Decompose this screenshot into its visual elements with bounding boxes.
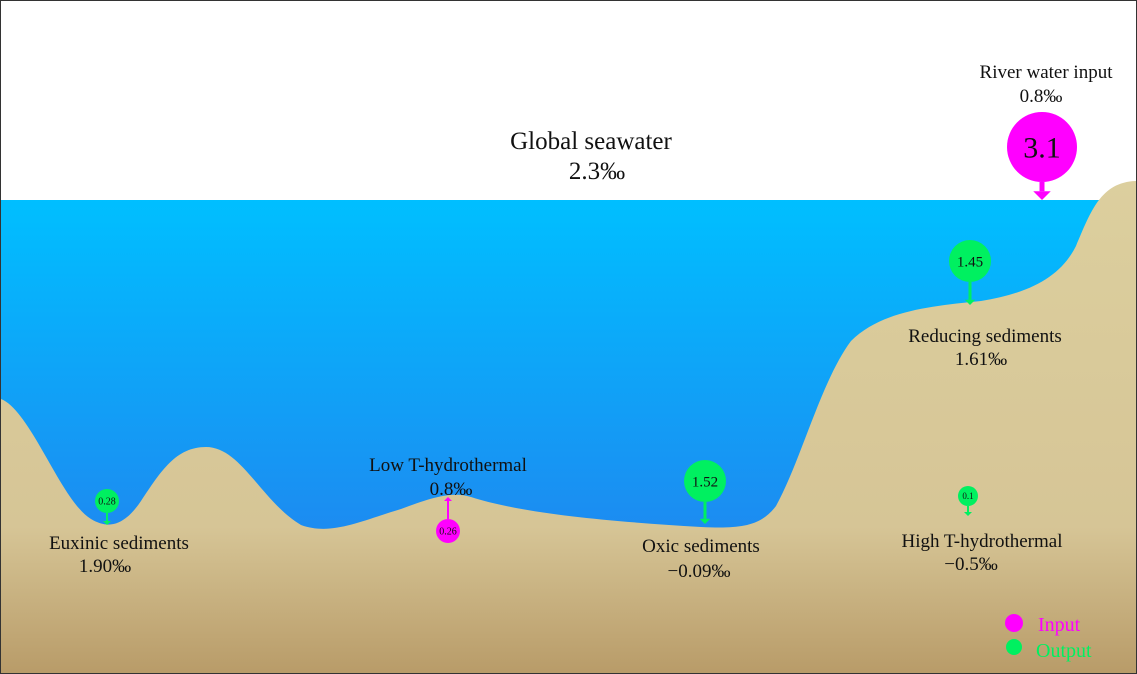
flux-value: 0.28 bbox=[98, 497, 116, 508]
flux-arrow-head bbox=[964, 299, 976, 305]
legend-output-marker bbox=[1006, 639, 1022, 655]
flux-value: 3.1 bbox=[1023, 132, 1061, 165]
flux-input-marker: 3.1 bbox=[1007, 112, 1077, 200]
reservoir-label: River water input bbox=[980, 62, 1114, 83]
reservoir-label: Oxic sediments bbox=[642, 536, 760, 557]
flux-arrow-head bbox=[103, 521, 111, 525]
flux-bubble bbox=[684, 460, 726, 502]
reservoir-value: −0.09‰ bbox=[668, 561, 731, 582]
flux-bubble bbox=[949, 240, 991, 282]
flux-arrow-head bbox=[444, 497, 452, 501]
flux-arrow-head bbox=[1033, 191, 1051, 200]
reservoir-value: 1.90‰ bbox=[79, 556, 131, 577]
reservoir-label: Reducing sediments bbox=[908, 326, 1062, 347]
legend-input-label: Input bbox=[1038, 614, 1081, 636]
flux-output-marker: 0.28 bbox=[95, 489, 119, 525]
legend-output-label: Output bbox=[1036, 640, 1092, 662]
reservoir-value: −0.5‰ bbox=[944, 554, 997, 575]
legend-input-marker bbox=[1005, 614, 1023, 632]
global-seawater-label: Global seawater bbox=[510, 128, 672, 155]
reservoir-value: 0.8‰ bbox=[1020, 86, 1063, 107]
reservoir-value: 0.8‰ bbox=[430, 479, 473, 500]
flux-output-marker: 1.52 bbox=[684, 460, 726, 524]
flux-bubble bbox=[1007, 112, 1077, 182]
flux-value: 0.1 bbox=[962, 491, 973, 501]
flux-value: 1.52 bbox=[692, 474, 718, 490]
global-seawater-value: 2.3‰ bbox=[569, 158, 625, 185]
reservoir-label: 1.61‰ bbox=[955, 349, 1007, 370]
flux-output-marker: 0.1 bbox=[958, 486, 978, 516]
flux-bubble bbox=[436, 519, 460, 543]
reservoir-label: Euxinic sediments bbox=[49, 533, 189, 554]
flux-output-marker: 1.45 bbox=[949, 240, 991, 305]
reservoir-label: Low T-hydrothermal bbox=[369, 455, 527, 476]
flux-arrow-head bbox=[699, 518, 711, 524]
flux-bubble bbox=[95, 489, 119, 513]
flux-value: 0.26 bbox=[439, 527, 457, 538]
flux-input-marker: 0.26 bbox=[436, 497, 460, 543]
reservoir-label: High T-hydrothermal bbox=[902, 531, 1063, 552]
flux-arrow-head bbox=[964, 512, 972, 516]
seafloor bbox=[1, 181, 1136, 673]
flux-bubble bbox=[958, 486, 978, 506]
flux-value: 1.45 bbox=[957, 254, 983, 270]
